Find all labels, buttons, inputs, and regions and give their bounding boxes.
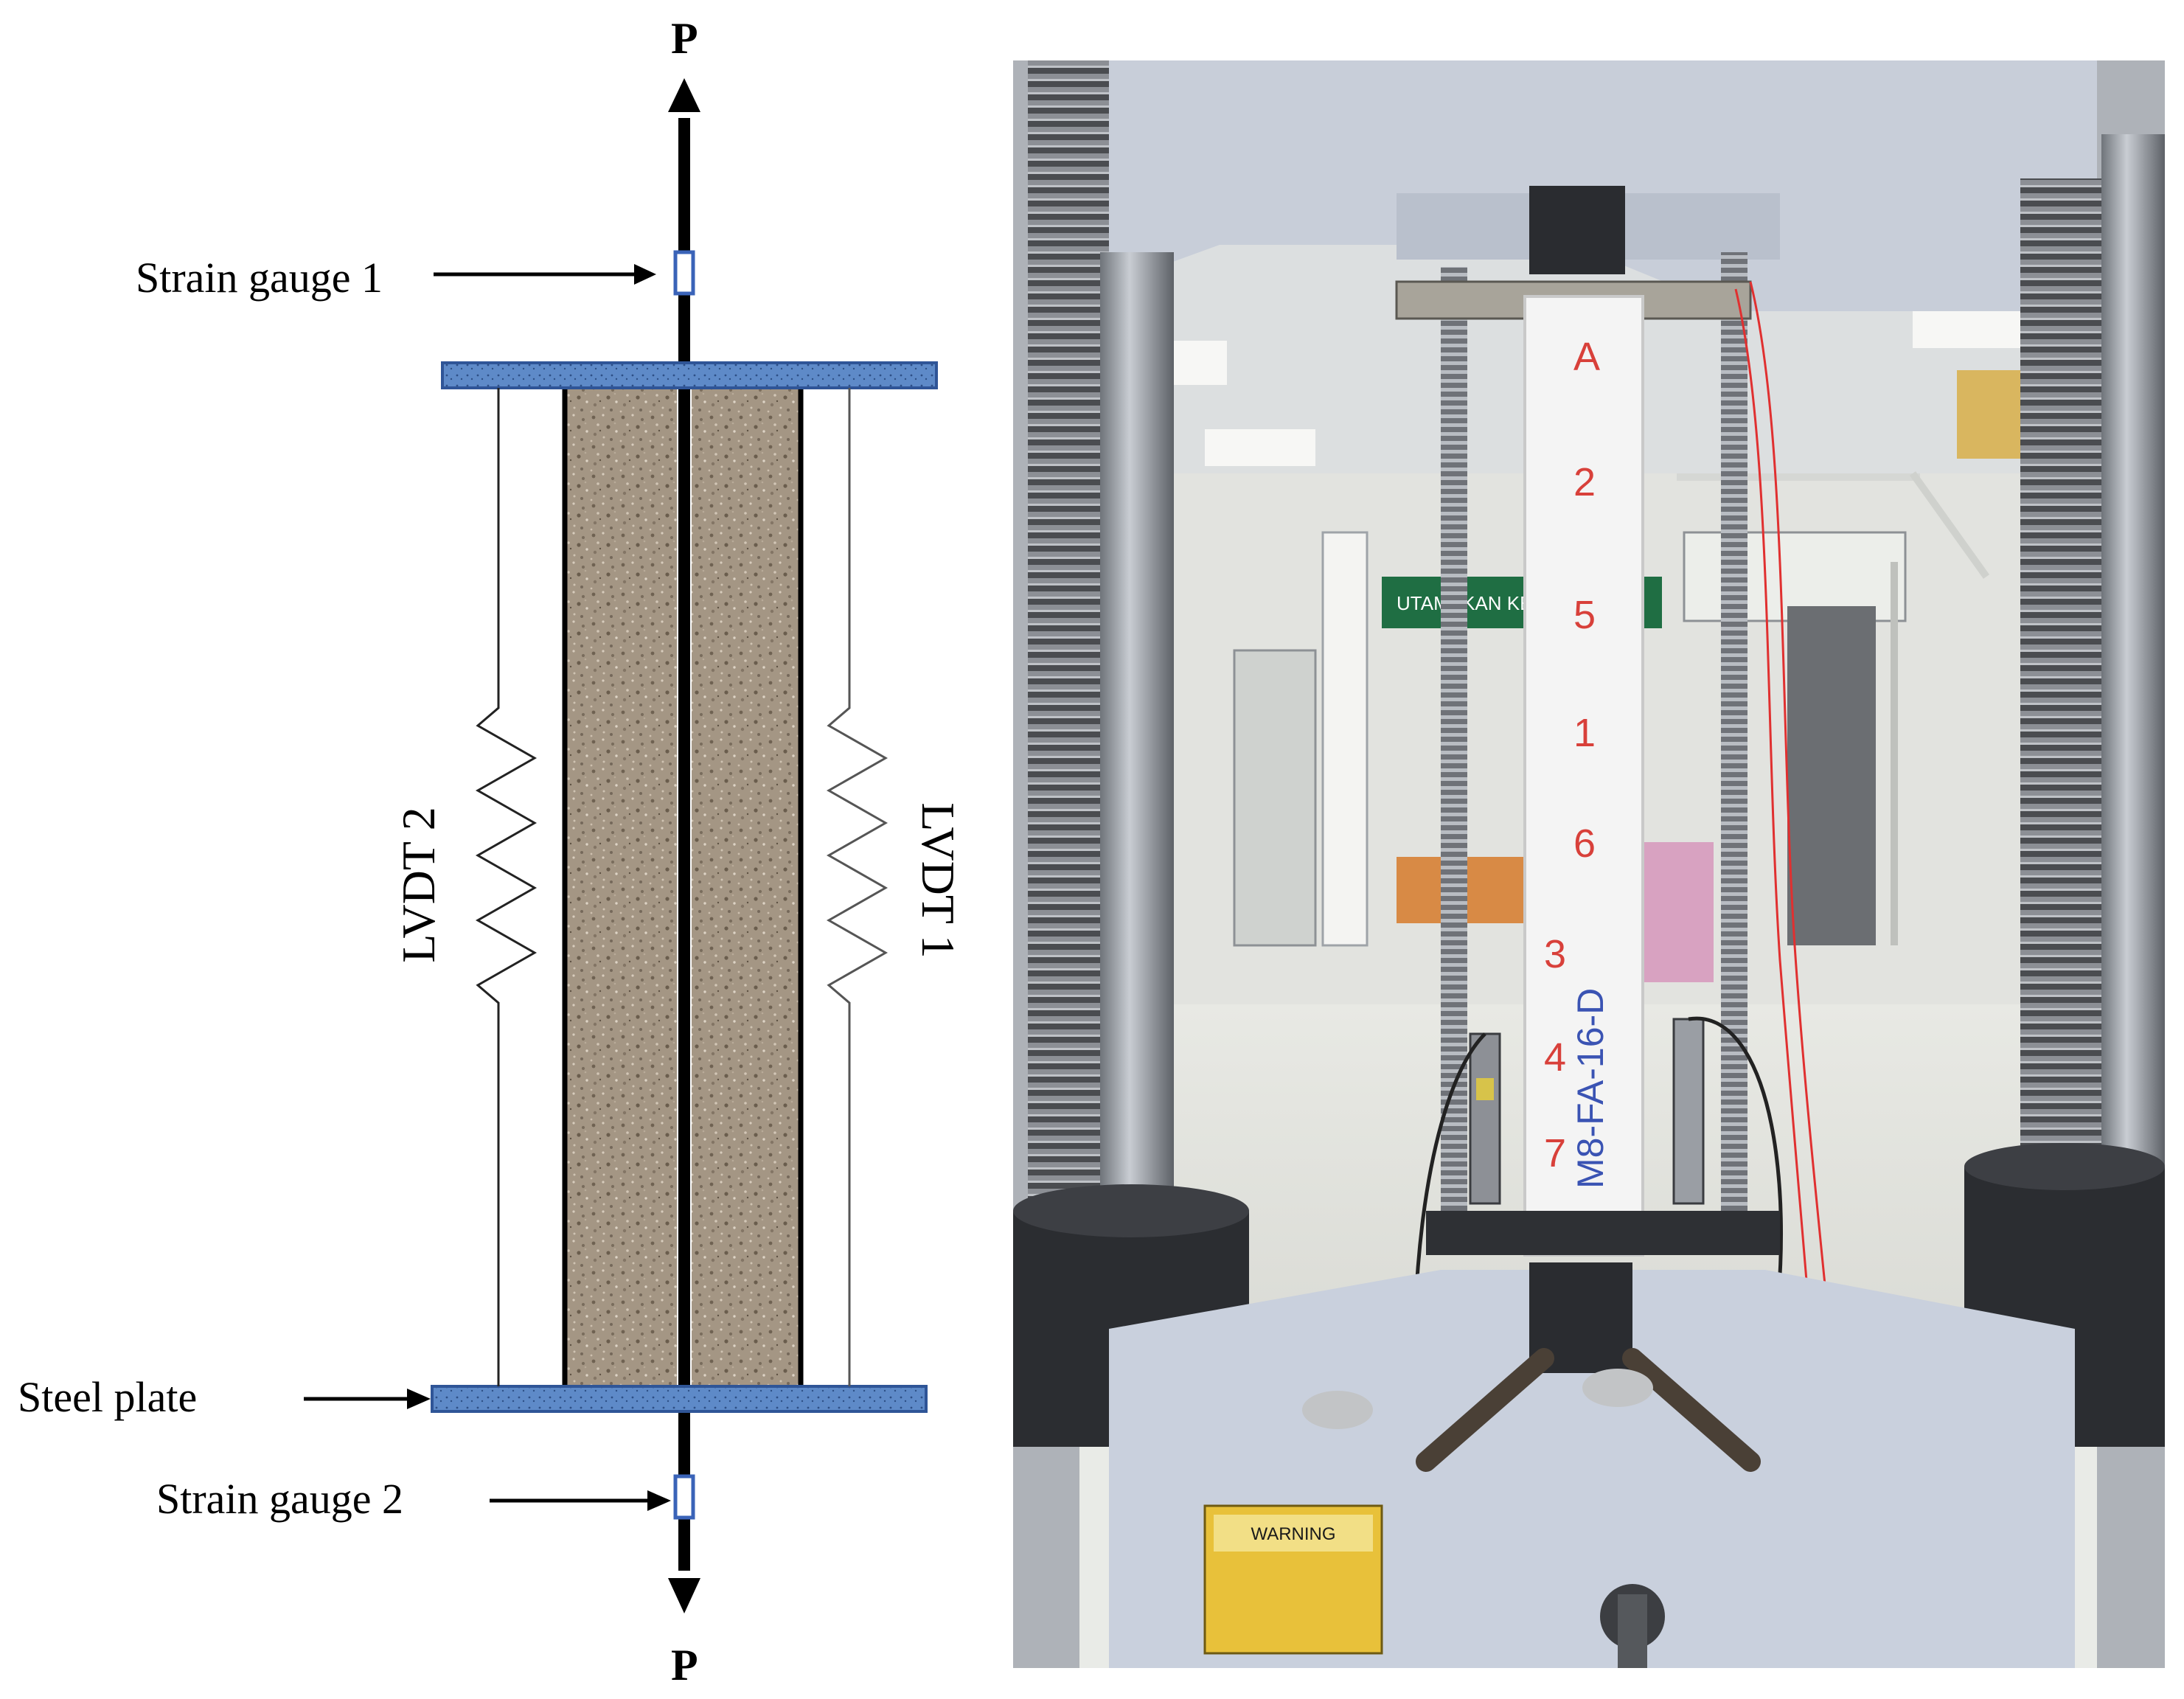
specimen-marks: A 2 5 1 6 3 4 7	[1544, 335, 1600, 1175]
strain-gauge-2-label: Strain gauge 2	[156, 1475, 404, 1523]
warning-label-text: WARNING	[1251, 1524, 1335, 1544]
strain-gauge-2-arrow	[490, 1490, 671, 1511]
mark-5: 5	[1573, 593, 1596, 637]
load-arrow-bottom	[668, 1578, 700, 1613]
rod-kink	[680, 125, 689, 178]
bottom-steel-plate	[1426, 1211, 1780, 1255]
steel-plate-top	[441, 361, 938, 389]
test-rig-photo: UTAMAKAN KESELAMATAN	[1013, 60, 2165, 1668]
mark-7: 7	[1544, 1131, 1566, 1175]
mark-a: A	[1573, 335, 1600, 379]
handle-right	[1622, 1348, 1761, 1472]
test-rig-illustration: UTAMAKAN KESELAMATAN	[1013, 60, 2165, 1668]
lvdt-1-label: LVDT 1	[912, 802, 964, 959]
lvdt-1-symbol	[826, 388, 888, 1386]
handle-left	[1416, 1348, 1554, 1472]
steel-plate-bottom	[431, 1385, 928, 1413]
concrete-block-left	[565, 385, 677, 1388]
specimen-id: M8-FA-16-D	[1570, 988, 1611, 1189]
steel-plate-label: Steel plate	[18, 1373, 198, 1421]
load-label-top: P	[671, 14, 698, 63]
tie-rod-right	[1721, 252, 1747, 1240]
right-guide-column	[2101, 134, 2165, 1240]
lvdt-sensor-left	[1469, 1032, 1501, 1205]
strain-gauge-1-label: Strain gauge 1	[136, 254, 383, 302]
mark-1: 1	[1573, 711, 1596, 755]
mark-4: 4	[1544, 1035, 1566, 1080]
lvdt-2-label: LVDT 2	[392, 807, 445, 963]
strain-gauge-2-symbol	[673, 1474, 695, 1520]
lvdt-sensor-right	[1672, 1018, 1705, 1205]
stair-railing	[1677, 473, 1920, 481]
steel-plate-arrow	[304, 1389, 431, 1409]
left-screw-column	[1028, 60, 1109, 1211]
load-arrow-top	[668, 78, 700, 112]
load-label-bottom: P	[671, 1641, 698, 1689]
concrete-block-right	[692, 385, 801, 1388]
mark-2: 2	[1573, 460, 1596, 504]
test-setup-schematic	[304, 78, 938, 1613]
specimen	[1523, 295, 1644, 1257]
strain-gauge-1-arrow	[434, 264, 656, 285]
mark-6: 6	[1573, 821, 1596, 866]
mark-3: 3	[1544, 932, 1566, 976]
strain-gauge-1-symbol	[673, 250, 695, 296]
left-guide-column	[1100, 252, 1174, 1285]
right-screw-column	[2020, 178, 2101, 1240]
lvdt-2-symbol	[475, 388, 538, 1386]
